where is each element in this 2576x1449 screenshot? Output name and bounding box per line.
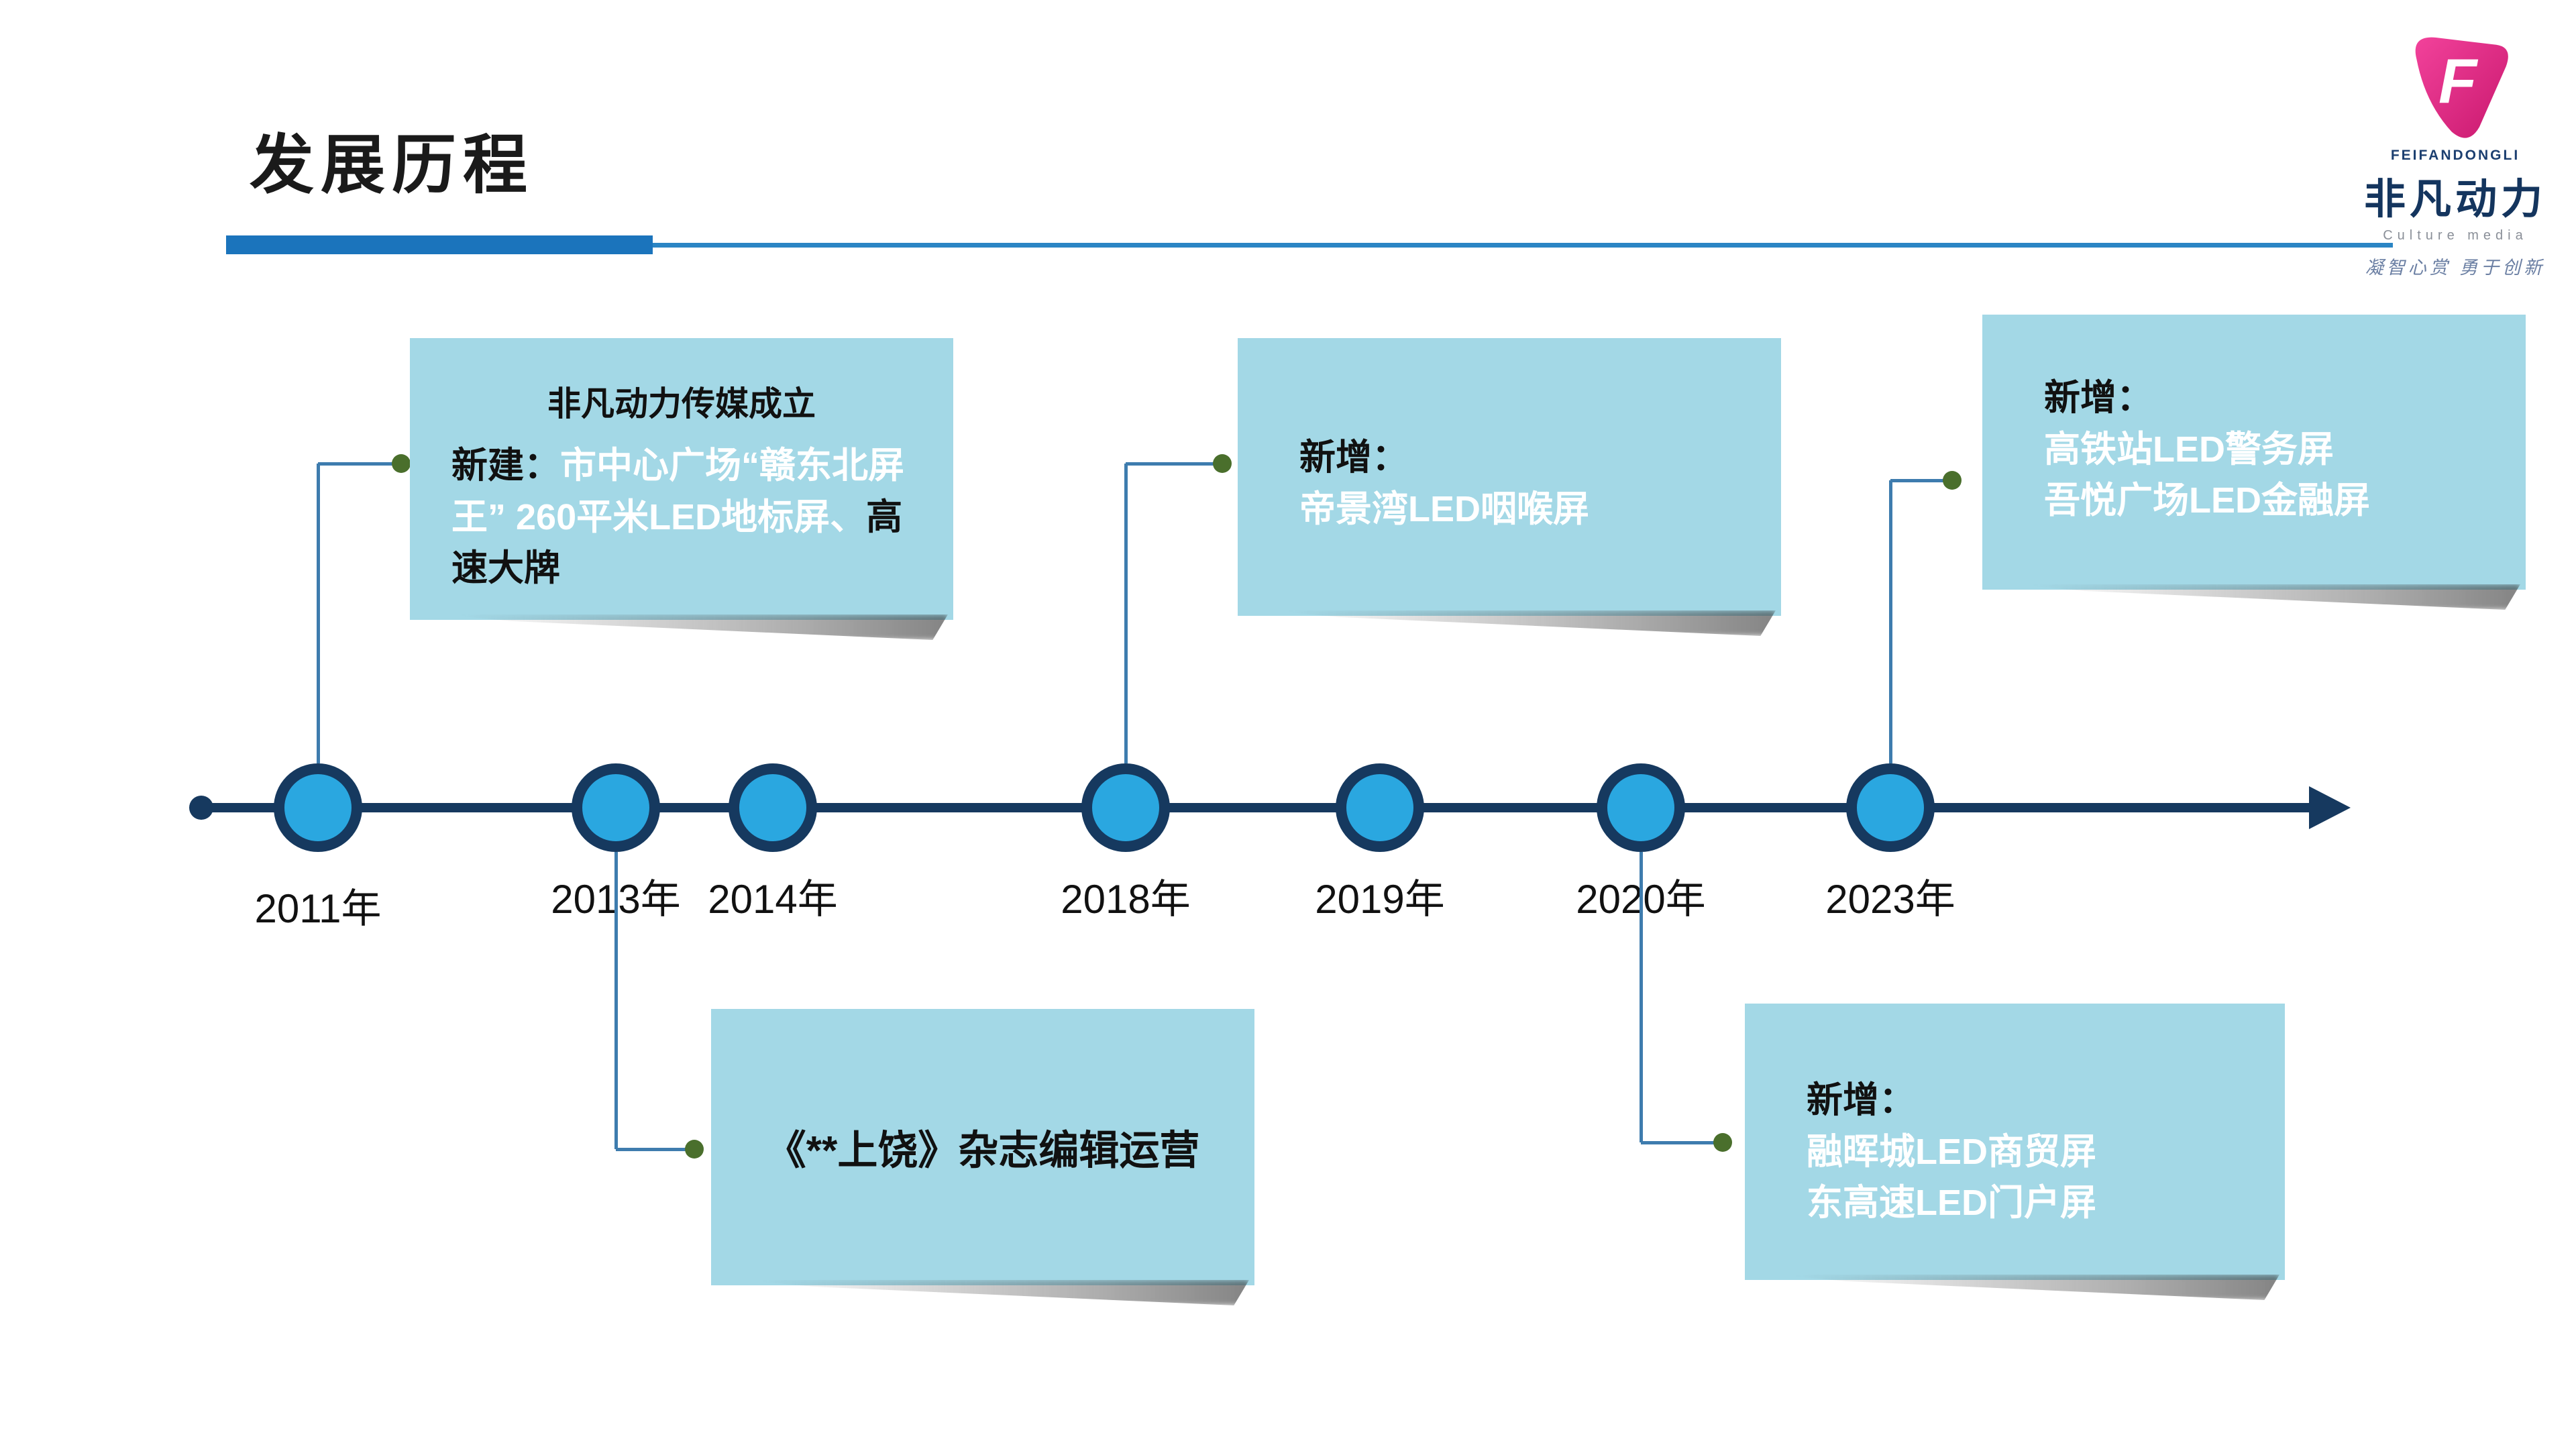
page-title: 发展历程 bbox=[250, 129, 534, 201]
connector-2013-dot bbox=[685, 1140, 704, 1159]
title-underline-accent bbox=[226, 235, 653, 254]
callout-2011-shadow bbox=[440, 614, 948, 640]
callout-2020-body: 新增： 融晖城LED商贸屏 东高速LED门户屏 bbox=[1745, 1004, 2285, 1229]
year-label-2018: 2018年 bbox=[1061, 877, 1191, 922]
callout-2023-line2: 吾悦广场LED金融屏 bbox=[2044, 480, 2370, 521]
timeline-arrowhead-icon bbox=[2309, 786, 2351, 829]
connector-2018-horizontal bbox=[1126, 462, 1221, 466]
connector-2013-horizontal bbox=[616, 1148, 694, 1151]
callout-2011-title: 非凡动力传媒成立 bbox=[547, 385, 816, 423]
callout-2011: 非凡动力传媒成立 新建：市中心广场“赣东北屏王” 260平米LED地标屏、高速大… bbox=[410, 338, 953, 640]
timeline-node-2019 bbox=[1336, 763, 1424, 852]
year-label-2014: 2014年 bbox=[708, 877, 838, 922]
timeline-node-2014 bbox=[729, 763, 817, 852]
timeline-node-2018 bbox=[1081, 763, 1170, 852]
callout-2023-body: 新增： 高铁站LED警务屏 吾悦广场LED金融屏 bbox=[1982, 315, 2526, 527]
connector-2020-dot bbox=[1713, 1133, 1732, 1152]
connector-2011-horizontal bbox=[318, 462, 401, 466]
connector-2018-vertical bbox=[1124, 464, 1128, 763]
logo-subtitle: Culture media bbox=[2383, 228, 2528, 243]
connector-2023-horizontal bbox=[1890, 479, 1952, 482]
callout-2013-text: 《**上饶》杂志编辑运营 bbox=[765, 1128, 1200, 1173]
callout-2018-prefix: 新增： bbox=[1299, 437, 1408, 478]
year-label-2019: 2019年 bbox=[1315, 877, 1445, 922]
logo-letter: F bbox=[2438, 46, 2479, 116]
callout-2023-line1: 高铁站LED警务屏 bbox=[2044, 429, 2334, 470]
callout-2018-shadow bbox=[1268, 610, 1776, 636]
connector-2020-horizontal bbox=[1641, 1141, 1723, 1144]
timeline-node-2011 bbox=[274, 763, 362, 852]
connector-2011-dot bbox=[392, 454, 411, 473]
logo-tagline: 凝智心赏 勇于创新 bbox=[2365, 258, 2546, 278]
callout-2013-shadow bbox=[741, 1280, 1249, 1305]
connector-2013-vertical bbox=[614, 852, 618, 1149]
callout-2020: 新增： 融晖城LED商贸屏 东高速LED门户屏 bbox=[1745, 1004, 2285, 1300]
connector-2023-vertical bbox=[1889, 480, 1892, 763]
connector-2023-dot bbox=[1943, 471, 1962, 490]
year-label-2011: 2011年 bbox=[254, 886, 382, 931]
callout-2018-body: 新增： 帝景湾LED咽喉屏 bbox=[1238, 338, 1781, 535]
timeline-axis bbox=[201, 803, 2314, 812]
callout-2013: 《**上饶》杂志编辑运营 bbox=[711, 1009, 1254, 1305]
timeline-node-2020 bbox=[1597, 763, 1685, 852]
title-underline bbox=[226, 243, 2393, 248]
callout-2020-shadow bbox=[1775, 1275, 2279, 1300]
logo-brand-en: FEIFANDONGLI bbox=[2390, 148, 2520, 163]
logo-f-icon: F bbox=[2392, 25, 2519, 146]
year-label-2023: 2023年 bbox=[1825, 877, 1955, 922]
logo-brand-cn: 非凡动力 bbox=[2363, 176, 2546, 223]
callout-2020-line2: 东高速LED门户屏 bbox=[1807, 1183, 2096, 1224]
connector-2018-dot bbox=[1213, 454, 1232, 473]
callout-2023-prefix: 新增： bbox=[2044, 378, 2153, 418]
timeline-node-2013 bbox=[572, 763, 660, 852]
connector-2020-vertical bbox=[1640, 852, 1643, 1142]
callout-2020-prefix: 新增： bbox=[1807, 1080, 1915, 1120]
callout-2020-line1: 融晖城LED商贸屏 bbox=[1807, 1131, 2096, 1172]
connector-2011-vertical bbox=[317, 464, 320, 763]
callout-2023: 新增： 高铁站LED警务屏 吾悦广场LED金融屏 bbox=[1982, 315, 2526, 610]
company-logo: F FEIFANDONGLI 非凡动力 Culture media 凝智心赏 勇… bbox=[2355, 25, 2556, 279]
timeline-node-2023 bbox=[1846, 763, 1935, 852]
callout-2011-prefix: 新建： bbox=[451, 445, 560, 486]
callout-2011-highlight: 市中心广场“赣东北屏王” 260平米LED地标屏、 bbox=[451, 445, 904, 537]
callout-2023-shadow bbox=[2012, 584, 2520, 610]
callout-2018: 新增： 帝景湾LED咽喉屏 bbox=[1238, 338, 1781, 636]
callout-2011-suffix: 高速大牌 bbox=[451, 496, 903, 589]
callout-2011-body: 新建：市中心广场“赣东北屏王” 260平米LED地标屏、高速大牌 bbox=[410, 425, 953, 594]
callout-2018-line1: 帝景湾LED咽喉屏 bbox=[1299, 488, 1589, 529]
